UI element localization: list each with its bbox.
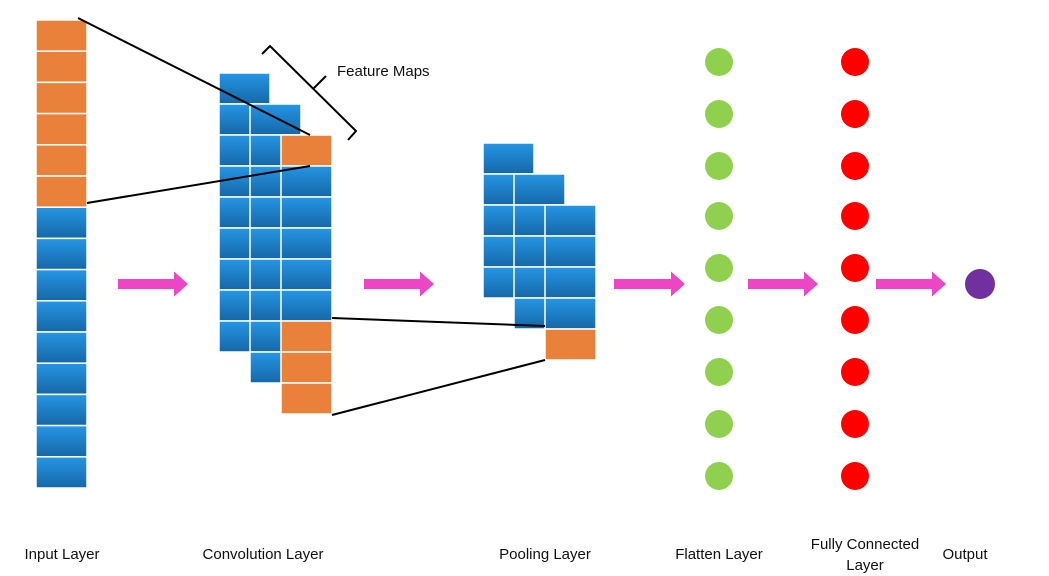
arrow-fc-to-output (876, 271, 946, 297)
convolution-layer-label: Convolution Layer (202, 546, 324, 563)
flatten-node (705, 410, 733, 438)
cell (35, 362, 88, 396)
input-to-conv-top-line (77, 17, 311, 136)
fully-connected-node (841, 410, 869, 438)
conv-to-pool-top-line (331, 317, 546, 327)
flatten-node (705, 202, 733, 230)
input-to-conv-bottom-line (86, 165, 311, 204)
fully-connected-node (841, 48, 869, 76)
highlighted-cell (35, 50, 88, 84)
output-label: Output (942, 546, 988, 563)
cell (513, 173, 566, 206)
cell (280, 165, 333, 198)
fully-connected-node (841, 202, 869, 230)
input-layer-column (35, 19, 88, 489)
fully-connected-node (841, 100, 869, 128)
cell (218, 72, 271, 105)
flatten-node (705, 254, 733, 282)
flatten-layer-label: Flatten Layer (675, 546, 763, 563)
fully-connected-node (841, 306, 869, 334)
highlighted-cell (35, 19, 88, 52)
pooling-layer-label: Pooling Layer (499, 546, 591, 563)
cell (35, 206, 88, 240)
cell (280, 258, 333, 291)
highlighted-cell (280, 351, 333, 384)
output-node (965, 269, 995, 299)
arrow-pool-to-flatten (614, 271, 685, 297)
cell (35, 393, 88, 427)
input-layer-label: Input Layer (24, 546, 100, 563)
cell (35, 237, 88, 271)
cell (35, 424, 88, 458)
fully-connected-layer-label: Fully Connected Layer (810, 536, 920, 574)
conv-feature-map-3 (280, 134, 333, 415)
highlighted-cell (544, 328, 597, 361)
highlighted-cell (280, 320, 333, 353)
highlighted-cell (35, 175, 88, 208)
cell (544, 204, 597, 237)
feature-maps-bracket-tick (312, 75, 327, 90)
flatten-node (705, 306, 733, 334)
fully-connected-node (841, 358, 869, 386)
highlighted-cell (35, 144, 88, 177)
feature-maps-label: Feature Maps (337, 63, 430, 80)
conv-to-pool-bottom-line (331, 359, 546, 416)
cell (544, 235, 597, 268)
fully-connected-node (841, 254, 869, 282)
highlighted-cell (280, 134, 333, 167)
flatten-node (705, 358, 733, 386)
cell (280, 227, 333, 260)
fully-connected-node (841, 462, 869, 490)
highlighted-cell (280, 382, 333, 415)
pool-feature-map-3 (544, 204, 597, 361)
cell (280, 289, 333, 322)
cell (544, 297, 597, 330)
flatten-node (705, 48, 733, 76)
highlighted-cell (35, 81, 88, 115)
cell (35, 300, 88, 333)
flatten-node (705, 152, 733, 180)
cell (280, 196, 333, 229)
cell (544, 266, 597, 299)
flatten-node (705, 462, 733, 490)
cell (482, 142, 535, 175)
cell (35, 456, 88, 489)
cell (35, 268, 88, 302)
arrow-conv-to-pool (364, 271, 434, 297)
arrow-flatten-to-fc (748, 271, 818, 297)
arrow-input-to-conv (118, 271, 188, 297)
flatten-node (705, 100, 733, 128)
fully-connected-node (841, 152, 869, 180)
highlighted-cell (35, 112, 88, 146)
cell (35, 331, 88, 364)
